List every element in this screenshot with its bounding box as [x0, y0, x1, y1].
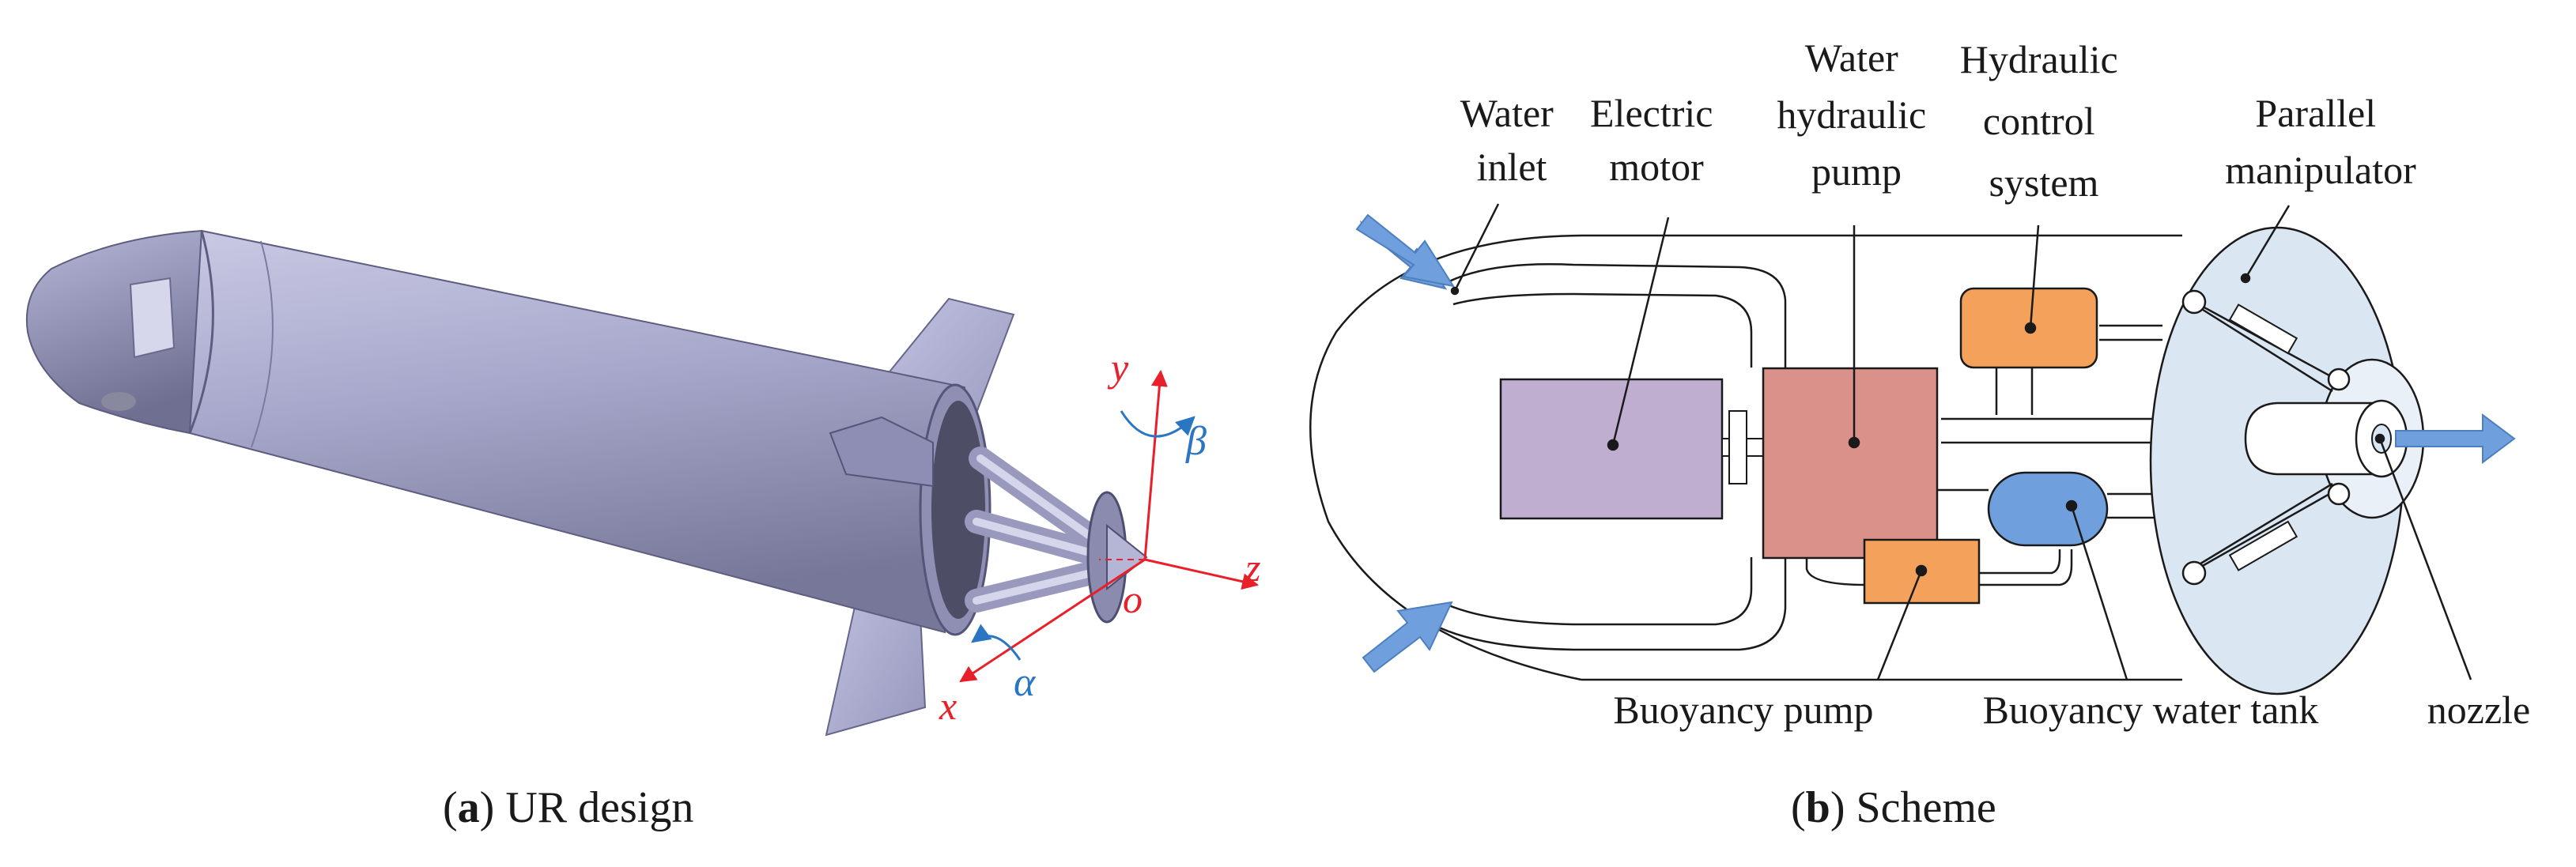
hydraulic-control-system-label: Hydraulic control system	[1960, 37, 2128, 205]
hull-seam	[251, 240, 274, 448]
alpha-arrow	[971, 624, 1022, 661]
beta-arrow	[1120, 410, 1195, 438]
manipulator-legs	[965, 447, 1119, 613]
piping	[1805, 324, 2162, 586]
caption-a-text: UR design	[505, 783, 693, 832]
hull-cylinder	[188, 229, 966, 634]
coupling	[1728, 410, 1747, 484]
y-axis-label: y	[1107, 345, 1129, 390]
leader-lines	[1450, 203, 2472, 680]
water-hydraulic-pump-block	[1762, 367, 1939, 560]
inlet-duct-upper-inner	[1452, 292, 1753, 368]
nozzle-outlet-arrow	[2395, 413, 2516, 464]
x-axis-label: x	[939, 684, 957, 728]
nose-port	[101, 392, 136, 411]
manipulator-struts	[2181, 289, 2351, 586]
nose-window	[129, 277, 176, 359]
z-axis-label: z	[1245, 545, 1260, 590]
caption-b-letter: b	[1806, 783, 1830, 832]
parallel-manipulator-label: Parallel manipulator	[2225, 91, 2416, 192]
coordinate-frame: y z x o β α	[939, 345, 1260, 728]
top-housing	[829, 416, 934, 488]
nozzle-label: nozzle	[2427, 688, 2530, 732]
panel-a-ur-design: y z x o β α (a)UR design	[25, 229, 1260, 832]
panel-b-scheme: Water inlet Electric motor Water hydraul…	[1309, 36, 2530, 832]
alpha-label: α	[1014, 660, 1037, 705]
water-hydraulic-pump-label: Water hydraulic pump	[1777, 36, 1936, 194]
nozzle-cone	[1106, 523, 1148, 591]
inlet-duct-lower-inner	[1446, 557, 1753, 626]
electric-motor-label: Electric motor	[1590, 91, 1723, 189]
buoyancy-pump-label: Buoyancy pump	[1613, 688, 1873, 732]
caption-b-text: Scheme	[1856, 783, 1996, 832]
flow-arrows	[1355, 213, 2516, 673]
caption-a: (a)UR design	[443, 783, 693, 832]
origin-label: o	[1123, 577, 1143, 621]
y-axis	[1143, 369, 1168, 560]
x-axis	[959, 558, 1146, 683]
inlet-arrow-lower	[1362, 601, 1453, 673]
caption-b: (b)Scheme	[1791, 783, 1996, 832]
buoyancy-water-tank-block	[1987, 471, 2109, 547]
z-axis	[1144, 558, 1260, 590]
inlet-duct-upper	[1442, 263, 1787, 368]
buoyancy-water-tank-label: Buoyancy water tank	[1983, 688, 2319, 732]
hull-band	[188, 230, 214, 434]
rear-face	[931, 401, 985, 619]
manipulator-slot	[2244, 401, 2380, 476]
water-inlet-label: Water inlet	[1460, 91, 1564, 189]
inlet-duct-lower	[1432, 557, 1787, 651]
beta-label: β	[1185, 419, 1207, 464]
caption-a-letter: a	[458, 783, 480, 832]
inlet-arrow-upper-main	[1355, 213, 1456, 288]
